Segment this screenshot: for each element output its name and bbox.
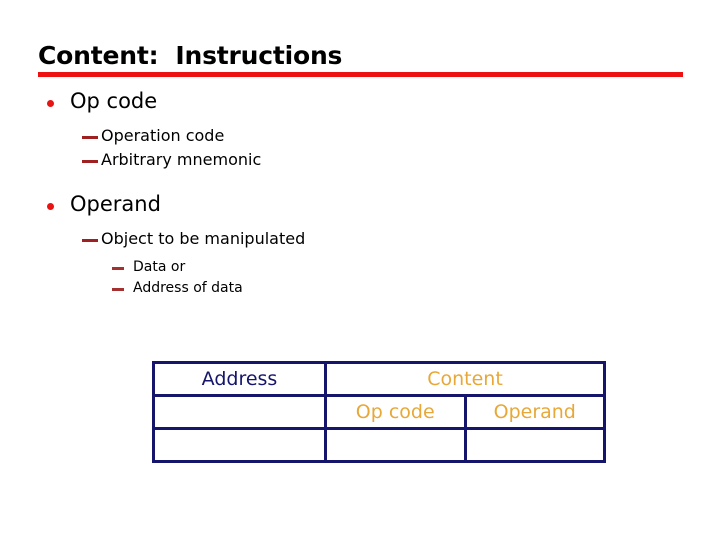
short-dash-bullet-icon	[112, 288, 124, 291]
page-title: Content: Instructions	[38, 41, 343, 70]
table-cell-address-header: Address	[152, 361, 327, 397]
em-dash-bullet-icon	[82, 136, 98, 139]
title-underline-rule	[38, 72, 683, 77]
red-dot-bullet-icon	[47, 203, 54, 210]
table-cell-operand-header: Operand	[463, 394, 606, 430]
instruction-format-table: Address Content Op code Operand	[152, 361, 606, 463]
table-cell-address-empty	[152, 427, 327, 463]
list-item-label: Operand	[70, 192, 161, 216]
table-cell-op-code-empty	[324, 427, 467, 463]
list-item-label: Operation code	[101, 126, 225, 145]
list-item: Arbitrary mnemonic	[0, 149, 720, 173]
list-item: Data or	[0, 258, 720, 279]
list-item: Operand	[0, 191, 720, 222]
em-dash-bullet-icon	[82, 239, 98, 242]
red-dot-bullet-icon	[47, 100, 54, 107]
list-item: Operation code	[0, 125, 720, 149]
list-item: Address of data	[0, 279, 720, 300]
list-item-label: Arbitrary mnemonic	[101, 150, 262, 169]
list-item: Op code	[0, 88, 720, 119]
table-cell-op-code-header: Op code	[324, 394, 467, 430]
em-dash-bullet-icon	[82, 160, 98, 163]
list-item-label: Op code	[70, 89, 158, 113]
table-row: Address Content	[152, 361, 606, 397]
table-cell-operand-empty	[463, 427, 606, 463]
list-item: Object to be manipulated	[0, 228, 720, 252]
table-row: Op code Operand	[152, 394, 606, 430]
list-item-label: Address of data	[133, 280, 243, 296]
list-item-label: Object to be manipulated	[101, 229, 306, 248]
table-row	[152, 427, 606, 463]
table-cell-address-blank	[152, 394, 327, 430]
table-cell-content-header: Content	[324, 361, 606, 397]
short-dash-bullet-icon	[112, 267, 124, 270]
list-item-label: Data or	[133, 259, 186, 275]
bullet-list: Op code Operation code Arbitrary mnemoni…	[0, 88, 720, 300]
